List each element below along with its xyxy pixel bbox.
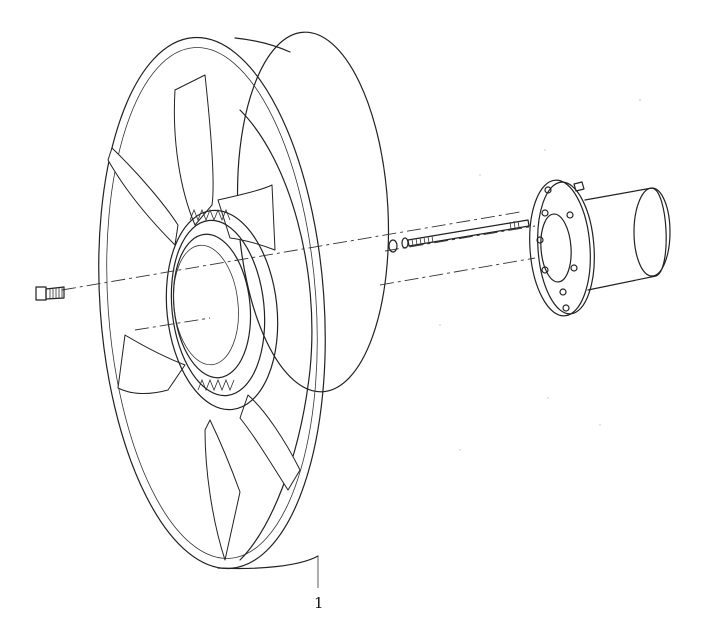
flange-hub: [529, 179, 671, 317]
background-specks: [439, 99, 641, 451]
fan-blades: [107, 74, 301, 561]
callout-number: 1: [314, 594, 324, 612]
threaded-stud: [388, 219, 530, 253]
fan-hub: [165, 208, 279, 411]
fan-shroud: [98, 31, 390, 570]
bolt: [35, 286, 65, 301]
center-lines: [61, 211, 536, 331]
